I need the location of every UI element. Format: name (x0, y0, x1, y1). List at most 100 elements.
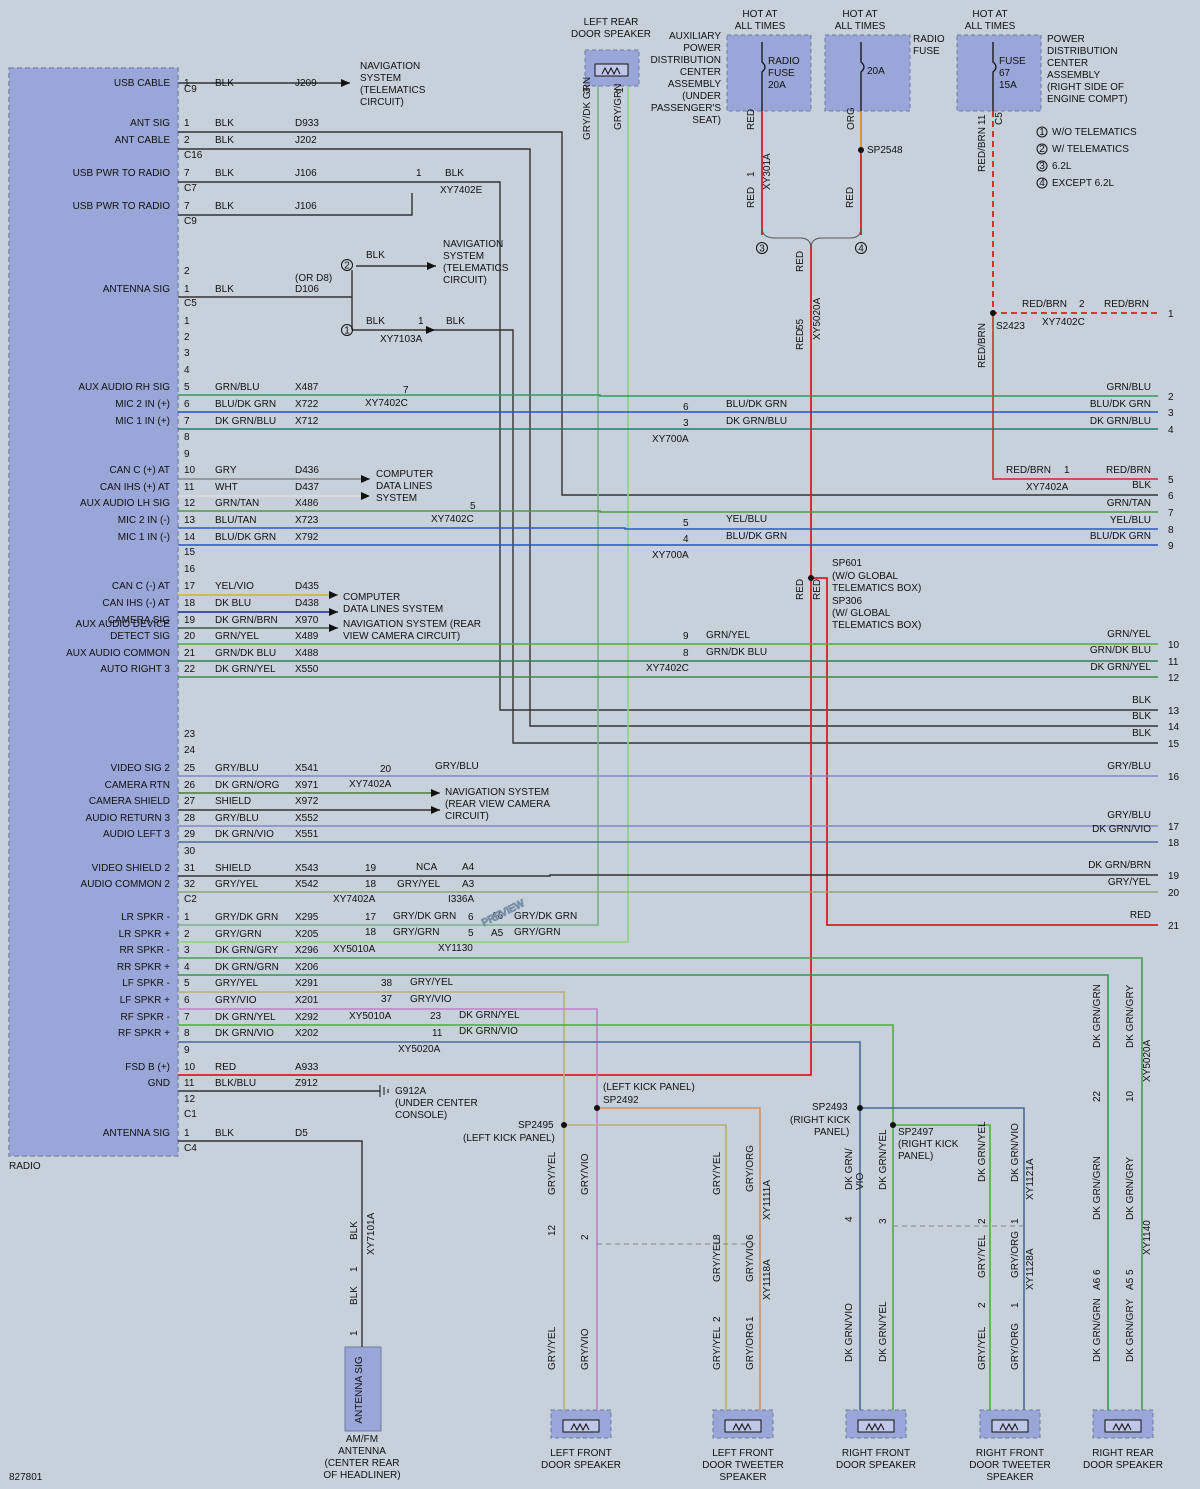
output-pin-number: 13 (1168, 706, 1180, 717)
radio-pin-name: CAMERA SIG (108, 615, 170, 626)
circuit-id: Z912 (295, 1078, 318, 1089)
wire-color-code: WHT (215, 482, 238, 493)
wire-color-code: GRN/YEL (215, 631, 259, 642)
speaker-icon (857, 1419, 895, 1433)
radio-pin-name: CAMERA RTN (105, 780, 170, 791)
output-wire-label: GRN/YEL (1107, 629, 1151, 640)
diagram-text: 7 (403, 385, 409, 396)
diagram-text: XY7402C (431, 514, 474, 525)
pdc-label: ENGINE COMPT) (1047, 94, 1128, 105)
wire-rf-tweeter-pos (860, 1107, 1025, 1410)
radio-pin-name: MIC 2 IN (-) (118, 515, 170, 526)
radio-fuse-symbol (761, 42, 766, 111)
speaker-label: DOOR SPEAKER (1083, 1460, 1163, 1471)
diagram-vertical-text: GRY/YEL (712, 1326, 723, 1370)
radio-pin-number: 23 (184, 729, 196, 740)
legend-number: 4 (1039, 178, 1045, 189)
legend-circle (1036, 126, 1048, 138)
wire-color-code: GRY/YEL (215, 879, 259, 890)
apdc-label: DISTRIBUTION (650, 55, 721, 66)
splice-dot (858, 147, 864, 153)
splice-dot (808, 575, 814, 581)
output-pin-number: 19 (1168, 871, 1180, 882)
diagram-code: 827801 (9, 1472, 43, 1483)
legend-text: 6.2L (1052, 161, 1072, 172)
diagram-vertical-text: 1 (746, 171, 757, 177)
radio-pin-number: 8 (184, 432, 190, 443)
radio-pin-number: 32 (184, 879, 196, 890)
radio-wire (178, 394, 1158, 397)
diagram-vertical-text: RED (795, 579, 806, 600)
diagram-vertical-text: GRY/DK GRN (582, 77, 593, 140)
fuse-67-symbol (992, 42, 997, 111)
radio-fuse-side-label: FUSE (913, 46, 940, 57)
radio-pin-name: AUX AUDIO RH SIG (78, 382, 170, 393)
apdc-label: ASSEMBLY (668, 79, 721, 90)
diagram-text: (RIGHT KICK (790, 1115, 851, 1126)
diagram-text: XY7103A (380, 334, 423, 345)
wire-rr-spkr-pos (178, 974, 1109, 1410)
circuit-id: X550 (295, 664, 319, 675)
connector-id: C2 (184, 894, 197, 905)
circuit-id: X971 (295, 780, 319, 791)
option-number: 1 (344, 326, 350, 337)
output-pin-number: 9 (1168, 541, 1174, 552)
wire-color-code: GRY/BLU (215, 763, 259, 774)
arrow-head (329, 624, 338, 632)
apdc-label: AUXILIARY (669, 31, 721, 42)
diagram-vertical-text: DK GRN/GRN (1092, 1298, 1103, 1362)
apdc-label: POWER (683, 43, 721, 54)
output-wire-label: BLU/DK GRN (1090, 399, 1151, 410)
diagram-vertical-text: DK GRN/YEL (878, 1129, 889, 1190)
option-circle (855, 242, 867, 254)
diagram-text: A5 (491, 928, 504, 939)
output-pin-number: 15 (1168, 739, 1180, 750)
radio-pin-name: AUX AUDIO DEVICE (76, 619, 171, 630)
diagram-vertical-text: 4 (844, 1216, 855, 1222)
diagram-text: NAVIGATION SYSTEM (REAR (343, 619, 481, 630)
wire-usb-pwr-2 (178, 193, 413, 216)
wire-lf-tweeter-neg (564, 1124, 727, 1410)
radio-pin-name: CAN IHS (+) AT (100, 482, 170, 493)
splice-dot (594, 1105, 600, 1111)
circuit-id: X723 (295, 515, 319, 526)
speaker-icon (562, 1419, 600, 1433)
diagram-text: SYSTEM (376, 493, 417, 504)
diagram-vertical-text: XY1121A (1025, 1158, 1036, 1200)
diagram-text: 3 (683, 418, 689, 429)
wire-color-code: GRN/DK BLU (215, 648, 276, 659)
connector-id: C7 (184, 183, 197, 194)
wire-color-code: BLK (215, 78, 234, 89)
circuit-id: A933 (295, 1062, 319, 1073)
wire-red-brn-5 (992, 313, 1158, 480)
circuit-id: X202 (295, 1028, 319, 1039)
wire-rf-spkr-neg (178, 1024, 894, 1410)
diagram-text: GRY/GRN (393, 927, 440, 938)
radio-pin-name: ANT CABLE (115, 135, 171, 146)
wire-rf-spkr-pos (178, 1041, 861, 1410)
diagram-text: 11 (432, 1028, 443, 1039)
diagram-vertical-text: DK GRN/ (844, 1148, 855, 1190)
speaker-label: LEFT FRONT (550, 1448, 611, 1459)
radio-pin-name: RF SPKR - (121, 1012, 170, 1023)
diagram-vertical-text: GRY/ORG (745, 1323, 756, 1370)
wire-color-code: RED (215, 1062, 236, 1073)
radio-pin-name: VIDEO SHIELD 2 (92, 863, 171, 874)
pdc-label: CENTER (1047, 58, 1088, 69)
radio-pin-number: 20 (184, 631, 196, 642)
diagram-vertical-text: 6 (745, 1234, 756, 1240)
diagram-text: GRY/DK GRN (514, 911, 577, 922)
diagram-vertical-text: RED (746, 109, 757, 130)
radio-pin-name: AUDIO COMMON 2 (81, 879, 171, 890)
circuit-id: X489 (295, 631, 319, 642)
radio-pin-name: CAMERA SHIELD (89, 796, 170, 807)
diagram-text: XY7402C (646, 663, 689, 674)
circuit-id: X970 (295, 615, 319, 626)
radio-pin-number: 26 (184, 780, 196, 791)
radio-pin-name: RR SPKR + (117, 962, 170, 973)
legend-text: W/ TELEMATICS (1052, 144, 1129, 155)
diagram-text: (TELEMATICS (443, 263, 509, 274)
diagram-text: GRN/DK BLU (706, 647, 767, 658)
pdc-label: POWER (1047, 34, 1085, 45)
output-wire-label: DK GRN/VIO (1092, 824, 1151, 835)
